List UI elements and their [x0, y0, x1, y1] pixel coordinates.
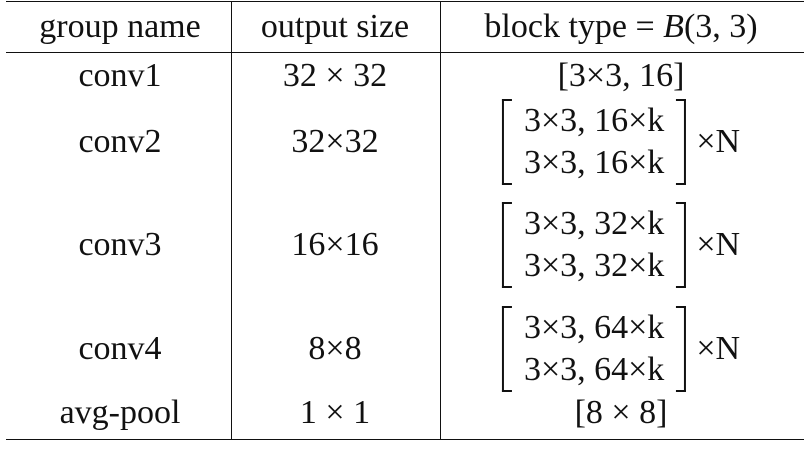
right-bracket — [676, 202, 687, 288]
cell-group-conv4: conv4 — [78, 330, 162, 367]
cell-group-conv2: conv2 — [78, 123, 162, 160]
cell-block-conv1: [3×3, 16] — [557, 57, 685, 94]
matrix-line-2: 3×3, 32×k — [523, 247, 665, 284]
multiplier-conv4: ×N — [696, 330, 741, 367]
cell-output-avg-pool: 1 × 1 — [299, 394, 371, 431]
cell-group-avg-pool: avg-pool — [59, 394, 181, 431]
cell-output-conv1: 32 × 32 — [282, 57, 388, 94]
cell-group-conv1: conv1 — [78, 57, 162, 94]
cell-block-conv2: 3×3, 16×k 3×3, 16×k ×N — [501, 99, 741, 185]
matrix-line-1: 3×3, 64×k — [523, 309, 665, 346]
matrix-line-1: 3×3, 32×k — [523, 205, 665, 242]
cell-output-conv3: 16×16 — [291, 226, 379, 263]
column-divider-1 — [231, 1, 232, 440]
multiplier-conv3: ×N — [696, 226, 741, 263]
header-block-args: (3, 3) — [683, 8, 758, 45]
cell-group-conv3: conv3 — [78, 226, 162, 263]
cell-output-conv2: 32×32 — [291, 123, 379, 160]
right-bracket — [676, 99, 687, 185]
header-block-prefix: block type = — [484, 8, 664, 45]
bracket-matrix-conv3: 3×3, 32×k 3×3, 32×k — [501, 202, 687, 288]
matrix-line-2: 3×3, 64×k — [523, 351, 665, 388]
header-group-name: group name — [39, 8, 201, 45]
left-bracket — [501, 306, 512, 392]
top-rule — [6, 1, 804, 2]
left-bracket — [501, 99, 512, 185]
cell-block-conv3: 3×3, 32×k 3×3, 32×k ×N — [501, 202, 741, 288]
bracket-matrix-conv2: 3×3, 16×k 3×3, 16×k — [501, 99, 687, 185]
header-block-type: block type = B(3, 3) — [484, 10, 757, 44]
bracket-matrix-conv4: 3×3, 64×k 3×3, 64×k — [501, 306, 687, 392]
cell-block-conv4: 3×3, 64×k 3×3, 64×k ×N — [501, 306, 741, 392]
matrix-line-1: 3×3, 16×k — [523, 102, 665, 139]
header-output-size: output size — [260, 8, 410, 45]
cell-output-conv4: 8×8 — [308, 330, 362, 367]
matrix-line-2: 3×3, 16×k — [523, 144, 665, 181]
architecture-table: group name output size block type = B(3,… — [6, 0, 804, 446]
left-bracket — [501, 202, 512, 288]
header-rule — [6, 52, 804, 53]
cell-block-avg-pool: [8 × 8] — [574, 394, 668, 431]
right-bracket — [676, 306, 687, 392]
header-block-func: B — [663, 8, 684, 45]
column-divider-2 — [440, 1, 441, 440]
multiplier-conv2: ×N — [696, 123, 741, 160]
bottom-rule — [6, 439, 804, 440]
